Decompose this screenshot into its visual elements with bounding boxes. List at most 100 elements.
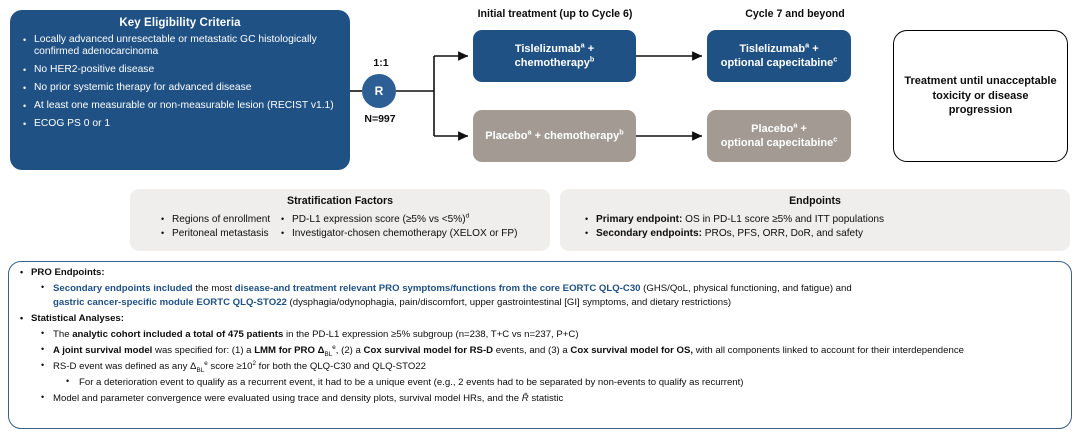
pro-gastric-detail: (dysphagia/odynophagia, pain/discomfort,… [286, 297, 732, 308]
arm-box-placebo-chemo: Placeboa + chemotherapyb [473, 110, 636, 162]
stat-pro-delta: for PRO Δ [276, 345, 325, 357]
pro-secondary-lead: Secondary endpoints included [53, 283, 193, 295]
treatment-duration-box: Treatment until unacceptable toxicity or… [893, 30, 1068, 162]
list-item: Primary endpoint: OS in PD-L1 score ≥5% … [582, 212, 1070, 227]
primary-endpoint-label: Primary endpoint: [596, 214, 683, 225]
arm-box-placebo-capecitabine: Placeboa + optional capecitabinec [707, 110, 851, 162]
stat-convergence-text: Model and parameter convergence were eva… [53, 392, 522, 404]
arm-label-join: + [797, 123, 807, 135]
stat-joint-model: A joint survival model [53, 345, 153, 357]
list-item: Model and parameter convergence were eva… [31, 391, 1063, 406]
stratification-list-right: PD-L1 expression score (≥5% vs <5%)d Inv… [278, 212, 528, 241]
treatment-duration-line1: Treatment until unacceptable [904, 75, 1057, 88]
list-item: ECOG PS 0 or 1 [20, 118, 340, 131]
statistical-analyses-heading: Statistical Analyses: [31, 312, 124, 324]
pro-secondary-join: the most [192, 283, 235, 295]
arm-label: Tislelizumab [514, 43, 581, 55]
pro-core-detail: (GHS/QoL, physical functioning, and fati… [640, 283, 852, 295]
delta-subscript-bl: BL [196, 367, 205, 375]
secondary-endpoint-label: Secondary endpoints: [596, 228, 702, 239]
arm-label-join: + [809, 43, 819, 55]
stat-convergence-tail: statistic [528, 392, 564, 404]
list-item: Peritoneal metastasis [158, 226, 278, 241]
list-item: Secondary endpoints included the most di… [31, 281, 1063, 309]
randomization-ratio: 1:1 [373, 57, 389, 69]
stat-joint-join2: , (2) a [335, 345, 364, 357]
footnote-marker-a: a [793, 120, 798, 130]
list-item: RS-D event was defined as any ΔBLe score… [31, 359, 1063, 389]
pro-gastric-module: gastric cancer-specific module EORTC QLQ… [53, 297, 287, 308]
stat-lmm: LMM [254, 345, 277, 357]
list-item: Investigator-chosen chemotherapy (XELOX … [278, 226, 528, 241]
arm-label: Tislelizumab [739, 43, 806, 55]
list-item: A joint survival model was specified for… [31, 343, 1063, 358]
strat-pdl1-text: PD-L1 expression score (≥5% vs <5%) [292, 214, 466, 225]
footnote-marker-a: a [527, 127, 532, 137]
list-item: The analytic cohort included a total of … [31, 327, 1063, 342]
stat-cohort-lead: The [53, 329, 73, 340]
eligibility-list: Locally advanced unresectable or metasta… [20, 34, 340, 131]
stat-cox-rsd: Cox survival model for RS-D [363, 345, 494, 357]
stat-rsd-lead: RS-D event was defined as any Δ [53, 361, 197, 373]
secondary-endpoint-text: PROs, PFS, ORR, DoR, and safety [702, 228, 863, 239]
endpoints-title: Endpoints [789, 195, 841, 207]
endpoints-panel: Endpoints Primary endpoint: OS in PD-L1 … [560, 189, 1070, 251]
column-header-initial-treatment: Initial treatment (up to Cycle 6) [477, 8, 633, 20]
footnote-marker-c: c [833, 54, 838, 64]
pro-core-questionnaire: disease-and treatment relevant PRO sympt… [234, 283, 641, 295]
pro-outline: PRO Endpoints: Secondary endpoints inclu… [15, 266, 1063, 406]
list-item: No prior systemic therapy for advanced d… [20, 82, 340, 95]
eligibility-title: Key Eligibility Criteria [119, 17, 241, 29]
stat-rsd-mid: score ≥10 [207, 361, 253, 373]
stat-joint-join3: events, and (3) a [493, 345, 571, 357]
arm-label-join: + chemotherapy [531, 130, 620, 142]
list-item: At least one measurable or non-measurabl… [20, 100, 340, 113]
arm-label: Placebo [751, 123, 794, 135]
footnote-marker-c: c [833, 134, 838, 144]
list-item: For a deterioration event to qualify as … [53, 375, 1063, 389]
randomization-node: R [362, 74, 396, 108]
stratification-panel: Stratification Factors Regions of enroll… [130, 189, 550, 251]
stat-cox-os: Cox survival model for OS, [570, 345, 694, 357]
statistical-analyses-heading-item: Statistical Analyses: The analytic cohor… [15, 312, 1063, 406]
footnote-marker-b: b [589, 54, 595, 64]
randomization-sample-size: N=997 [364, 113, 396, 125]
stratification-title: Stratification Factors [287, 195, 393, 207]
eligibility-card: Key Eligibility Criteria Locally advance… [10, 10, 350, 170]
rhat-symbol: R̂ [521, 392, 529, 404]
list-item: Locally advanced unresectable or metasta… [20, 34, 340, 59]
stat-cohort-bold: analytic cohort included a total of 475 … [72, 329, 284, 340]
footnote-marker-2: 2 [252, 360, 257, 367]
footnote-marker-a: a [580, 40, 585, 50]
arm-label-2: chemotherapy [514, 57, 590, 69]
column-header-cycle7: Cycle 7 and beyond [745, 8, 845, 20]
primary-endpoint-text: OS in PD-L1 score ≥5% and ITT population… [682, 214, 885, 225]
treatment-duration-line2: toxicity or disease progression [932, 89, 1029, 117]
arm-label-2: optional capecitabine [720, 137, 834, 149]
footnote-marker-e: e [332, 343, 336, 351]
pro-endpoints-heading-item: PRO Endpoints: Secondary endpoints inclu… [15, 266, 1063, 310]
footnote-marker-b: b [619, 127, 624, 137]
arm-box-tislelizumab-chemo: Tislelizumaba + chemotherapyb [473, 30, 636, 82]
stat-joint-tail: with all components linked to account fo… [693, 345, 964, 357]
list-item: No HER2-positive disease [20, 64, 340, 77]
stat-cohort-tail: in the PD-L1 expression ≥5% subgroup (n=… [283, 329, 579, 340]
arm-box-tislelizumab-capecitabine: Tislelizumaba + optional capecitabinec [707, 30, 851, 82]
statistical-analyses-list: The analytic cohort included a total of … [31, 327, 1063, 406]
pro-endpoints-list: Secondary endpoints included the most di… [31, 281, 1063, 309]
stat-rsd-tail: for both the QLQ-C30 and QLQ-STO22 [256, 361, 426, 373]
arm-label: Placebo [485, 130, 528, 142]
list-item: Secondary endpoints: PROs, PFS, ORR, DoR… [582, 226, 1070, 241]
footnote-marker-d: d [465, 212, 470, 220]
arm-label-2: optional capecitabine [720, 57, 834, 69]
arm-label-join: + [584, 43, 595, 55]
delta-subscript-bl: BL [324, 351, 333, 358]
list-item: PD-L1 expression score (≥5% vs <5%)d [278, 212, 528, 227]
pro-endpoints-heading: PRO Endpoints: [31, 267, 105, 278]
footnote-marker-a: a [805, 40, 810, 50]
recurrent-event-list: For a deterioration event to qualify as … [53, 375, 1063, 389]
footnote-marker-e: e [204, 360, 208, 367]
stat-joint-join1: was specified for: (1) a [152, 345, 255, 357]
endpoints-list: Primary endpoint: OS in PD-L1 score ≥5% … [560, 212, 1070, 241]
